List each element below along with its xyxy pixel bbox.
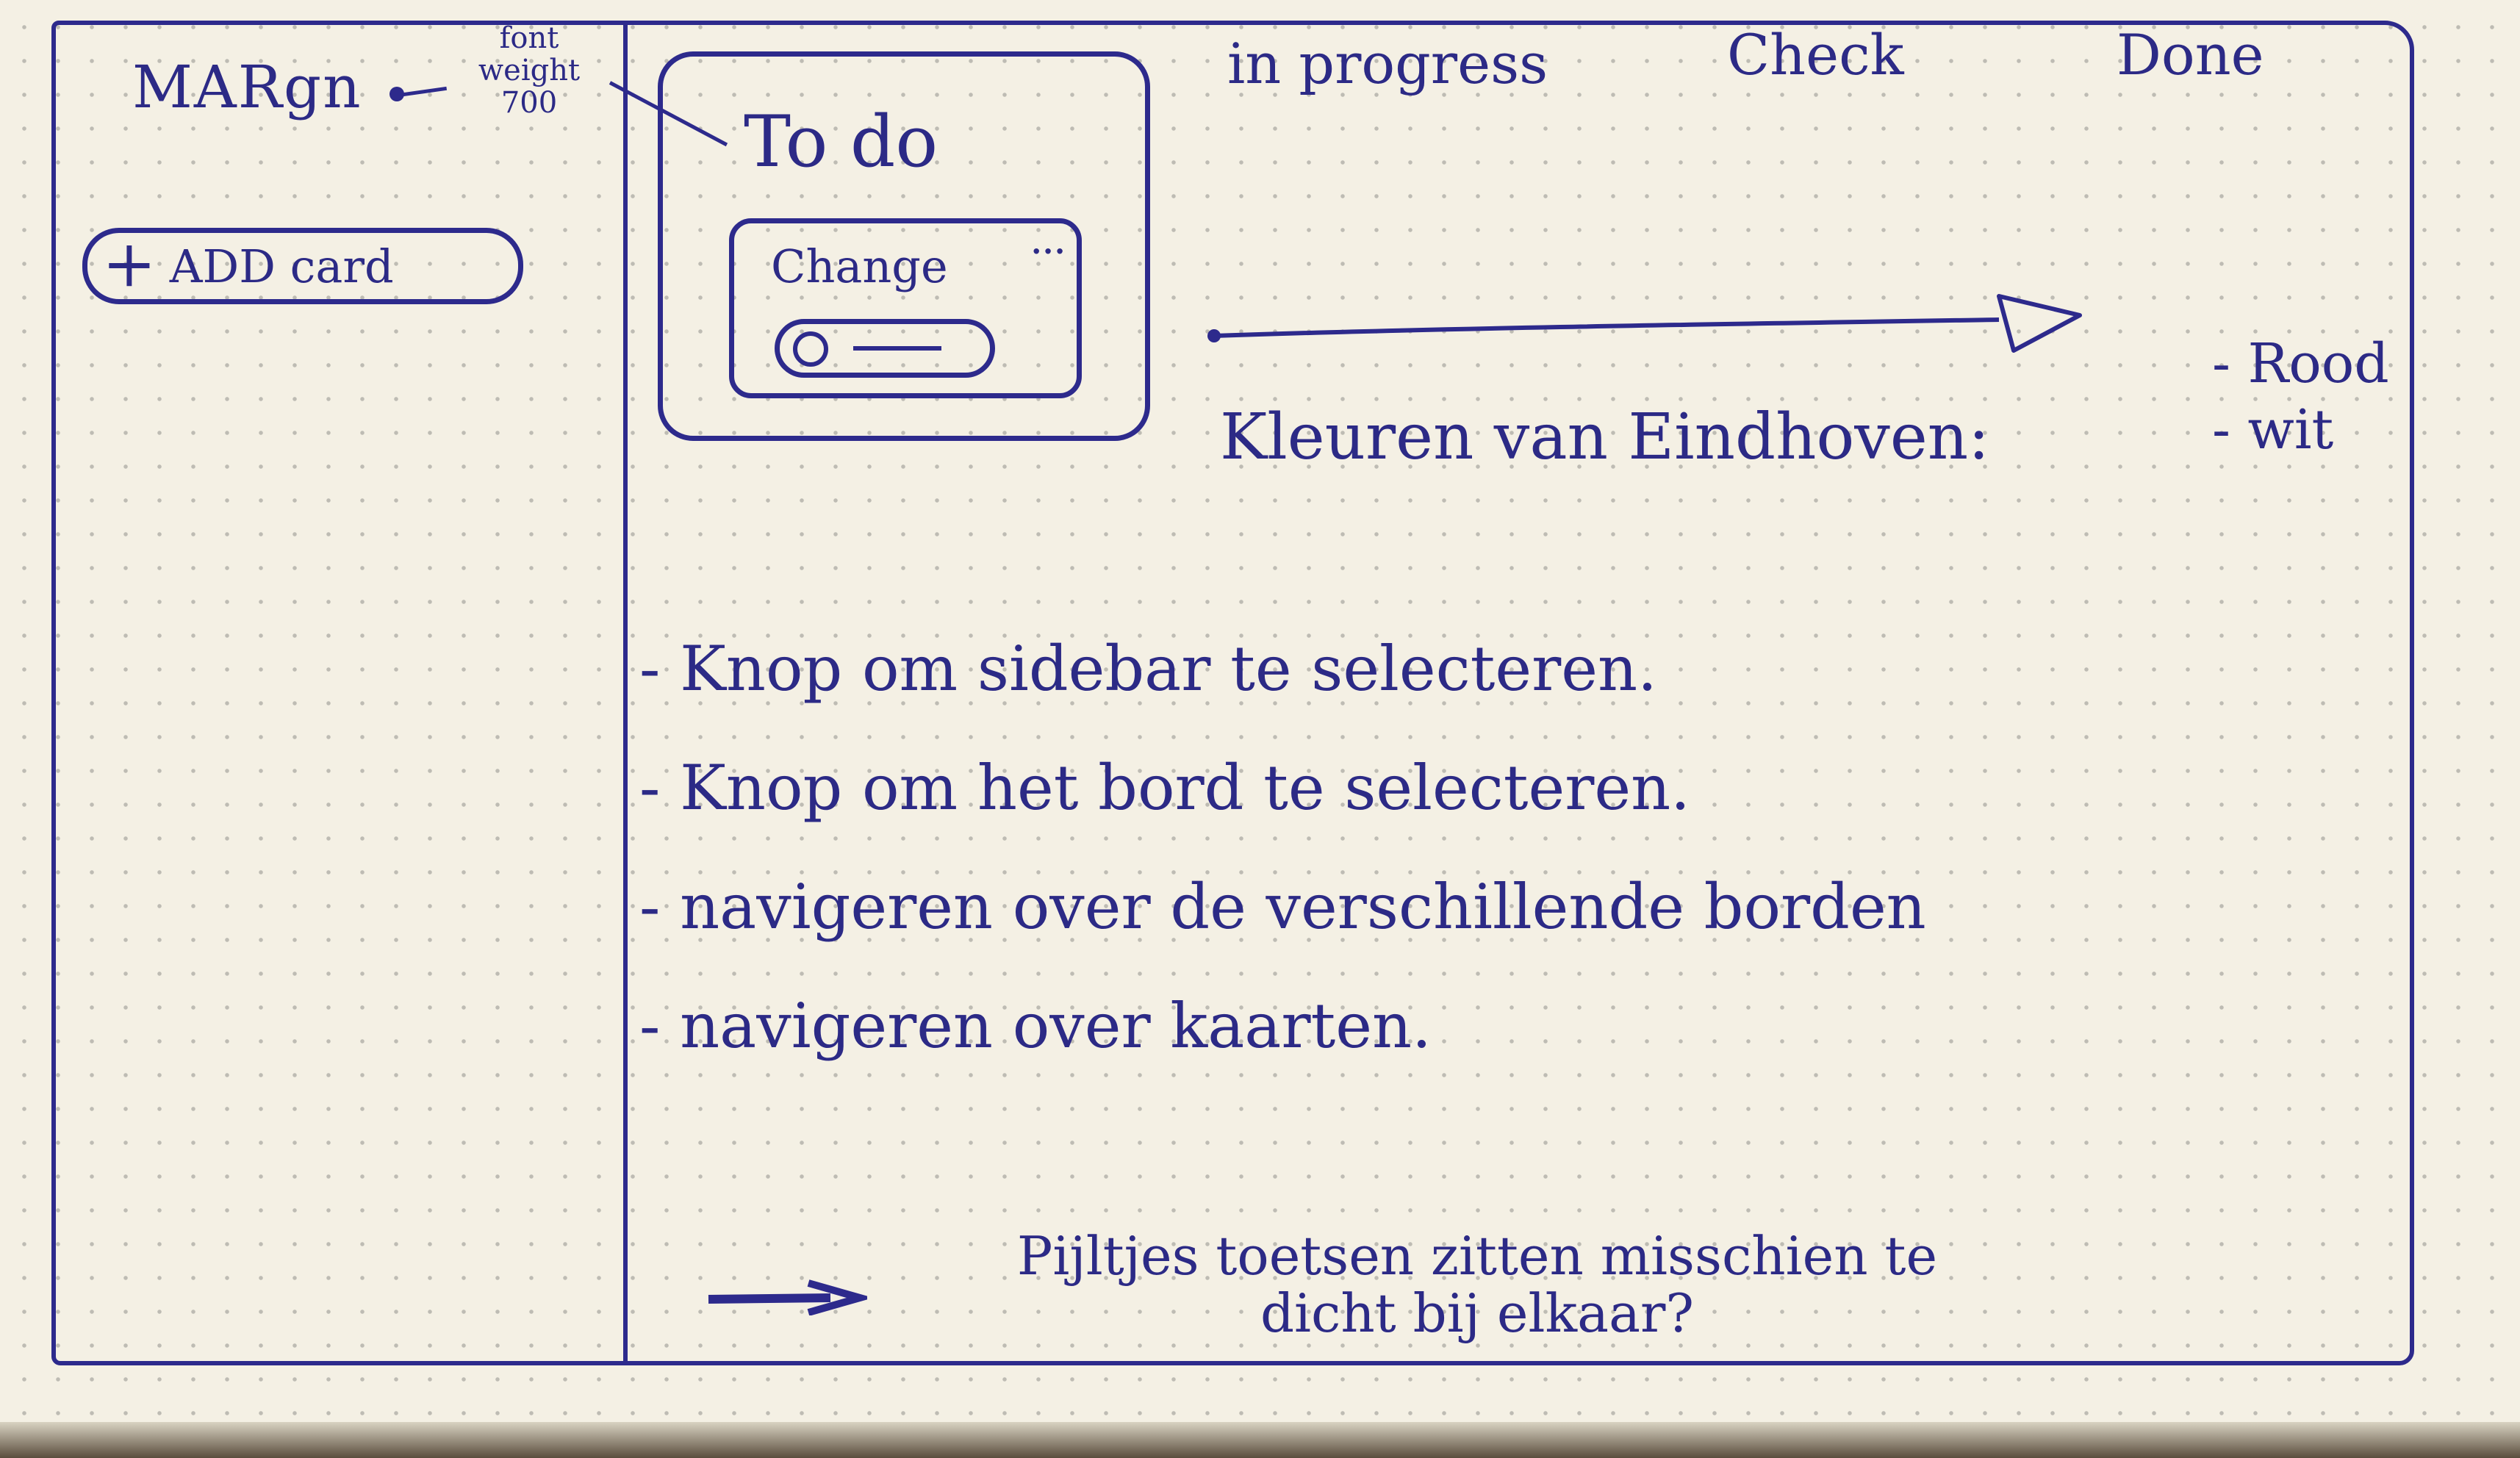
horizontal-scroll-arrow-icon xyxy=(1207,294,2082,353)
page-edge xyxy=(0,1422,2520,1458)
color-note: Kleuren van Eindhoven: xyxy=(1220,401,1990,474)
add-card-button[interactable]: + ADD card xyxy=(82,228,523,304)
card-menu-icon[interactable]: ... xyxy=(1031,226,1066,261)
add-card-label: ADD card xyxy=(169,239,394,293)
tip-line-2: dicht bij elkaar? xyxy=(1260,1282,1695,1344)
task-card[interactable]: Change ... xyxy=(729,218,1082,398)
app-frame xyxy=(51,21,2414,1365)
note-navigate-boards: - navigeren over de verschillende borden xyxy=(639,871,1926,943)
tip-line-1: Pijltjes toetsen zitten misschien te xyxy=(1016,1225,1938,1287)
column-header-done[interactable]: Done xyxy=(2117,22,2264,87)
arrow-right-icon xyxy=(708,1279,867,1315)
annotation-dot xyxy=(390,87,404,101)
plus-icon: + xyxy=(102,226,157,301)
notebook-page xyxy=(0,0,2520,1422)
column-header-in-progress[interactable]: in progress xyxy=(1227,31,1548,96)
font-note-line-2: weight xyxy=(478,54,581,87)
requirements-list: - Knop om sidebar te selecteren. - Knop … xyxy=(639,632,2403,1108)
card-toggle[interactable] xyxy=(775,319,995,378)
color-options: - Rood - wit xyxy=(2212,331,2389,463)
color-option-red: - Rood xyxy=(2212,332,2389,395)
todo-column-title: To do xyxy=(744,101,938,183)
arrow-keys-note: Pijltjes toetsen zitten misschien te dic… xyxy=(706,1227,2249,1342)
color-option-white: - wit xyxy=(2212,398,2334,462)
todo-column[interactable]: To do Change ... xyxy=(658,51,1150,441)
font-note-line-1: font xyxy=(499,21,559,55)
column-header-check[interactable]: Check xyxy=(1727,22,1904,87)
font-weight-note: font weight 700 xyxy=(448,22,610,119)
toggle-track-line xyxy=(853,346,941,351)
toggle-knob xyxy=(793,331,828,367)
sidebar-divider xyxy=(623,25,628,1362)
note-navigate-cards: - navigeren over kaarten. xyxy=(639,990,1432,1062)
card-title: Change xyxy=(771,240,948,293)
note-sidebar-button: - Knop om sidebar te selecteren. xyxy=(639,633,1657,705)
margin-label: MARgn xyxy=(132,53,362,121)
note-board-button: - Knop om het bord te selecteren. xyxy=(639,752,1690,824)
font-note-line-3: 700 xyxy=(500,86,558,120)
